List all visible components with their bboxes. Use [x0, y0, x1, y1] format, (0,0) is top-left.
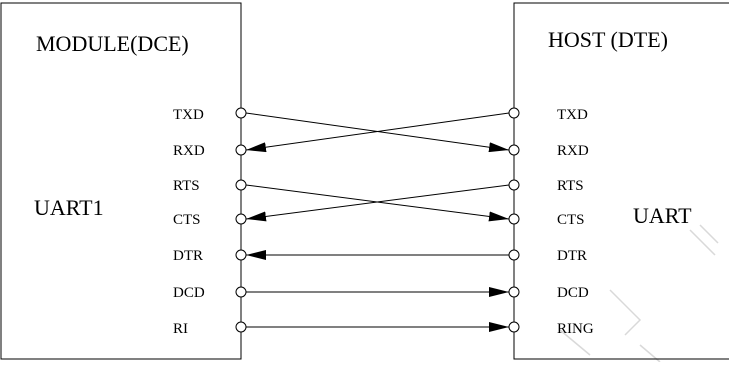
- host-uart-label: UART: [633, 203, 692, 228]
- module-pin-label-txd: TXD: [173, 107, 204, 123]
- module-pin-dcd: [235, 286, 247, 298]
- host-pin-rts: [508, 179, 520, 191]
- wire-txd-to-rxd: [245, 112, 510, 153]
- host-pin-txd: [508, 107, 520, 119]
- host-pin-label-txd: TXD: [557, 107, 588, 123]
- host-title: HOST (DTE): [548, 27, 668, 52]
- host-pin-dtr: [508, 249, 520, 261]
- module-pin-rts: [235, 179, 247, 191]
- module-title: MODULE(DCE): [36, 31, 189, 56]
- module-pin-label-dcd: DCD: [173, 285, 205, 301]
- module-pin-ri: [235, 321, 247, 333]
- host-pin-label-ring: RING: [557, 321, 594, 337]
- host-pin-label-cts: CTS: [557, 212, 585, 228]
- module-uart-label: UART1: [34, 195, 104, 220]
- module-pin-label-cts: CTS: [173, 212, 201, 228]
- host-pin-cts: [508, 213, 520, 225]
- module-box: [0, 2, 242, 360]
- module-pin-labels: TXD RXD RTS CTS DTR DCD RI: [173, 107, 205, 337]
- module-pin-label-rxd: RXD: [173, 143, 205, 159]
- host-pin-label-rts: RTS: [557, 178, 584, 194]
- module-pin-txd: [235, 107, 247, 119]
- module-pin-label-dtr: DTR: [173, 248, 203, 264]
- module-pin-label-rts: RTS: [173, 178, 200, 194]
- watermark: [559, 224, 719, 363]
- pin-terminals: [235, 107, 520, 333]
- host-box: [513, 2, 729, 360]
- host-pin-dcd: [508, 286, 520, 298]
- module-pin-label-ri: RI: [173, 321, 188, 337]
- host-pin-label-rxd: RXD: [557, 143, 589, 159]
- module-pin-cts: [235, 213, 247, 225]
- connection-wires: [245, 112, 510, 332]
- host-pin-label-dtr: DTR: [557, 248, 587, 264]
- wire-rts-to-cts: [245, 184, 510, 222]
- host-pin-rxd: [508, 144, 520, 156]
- host-pin-labels: TXD RXD RTS CTS DTR DCD RING: [557, 107, 594, 337]
- module-pin-rxd: [235, 144, 247, 156]
- host-pin-ring: [508, 321, 520, 333]
- host-pin-label-dcd: DCD: [557, 285, 589, 301]
- module-pin-dtr: [235, 249, 247, 261]
